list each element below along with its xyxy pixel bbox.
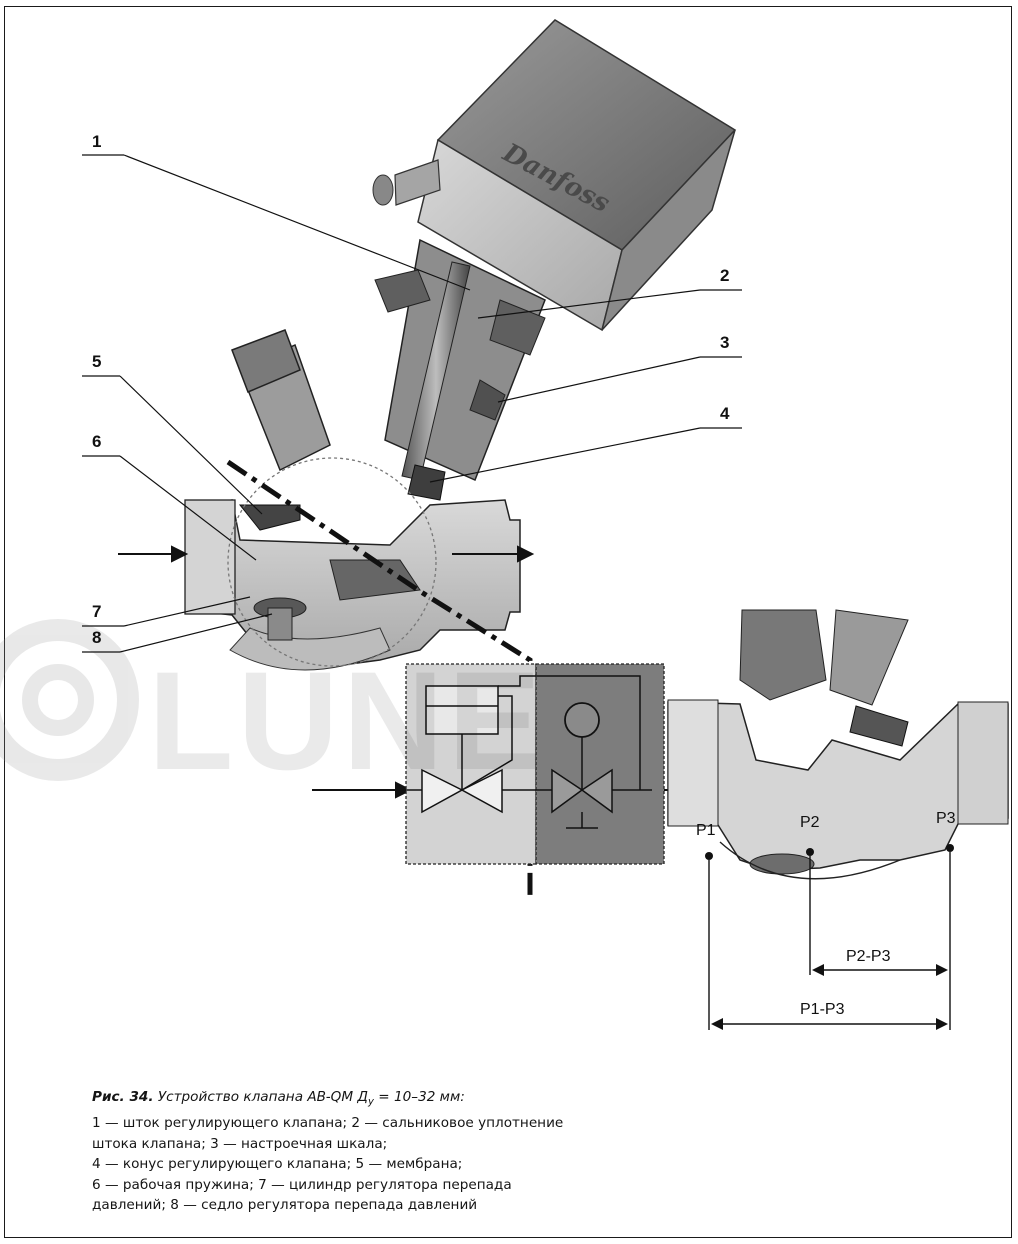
caption-line: штока клапана; 3 — настроечная шкала;	[92, 1135, 388, 1152]
callout-8: 8	[92, 628, 102, 647]
section-line	[226, 459, 533, 895]
callout-5: 5	[92, 352, 102, 371]
caption-line: 4 — конус регулирующего клапана; 5 — мем…	[92, 1156, 463, 1173]
callout-7: 7	[92, 602, 102, 621]
actuator	[372, 19, 737, 332]
label-p2: P2	[800, 814, 820, 831]
schematic	[405, 663, 665, 865]
callout-1: 1	[92, 132, 102, 151]
watermark-text: LUNE	[148, 642, 546, 799]
callout-4: 4	[720, 404, 730, 423]
side-fitting	[231, 329, 331, 472]
callout-2: 2	[720, 266, 730, 285]
caption-line: 1 — шток регулирующего клапана; 2 — саль…	[92, 1115, 564, 1132]
caption-title: Рис. 34. Устройство клапана AB-QM Ду = 1…	[92, 1089, 465, 1108]
callout-3: 3	[720, 333, 730, 352]
label-p3: P3	[936, 810, 956, 827]
watermark	[0, 619, 139, 781]
caption-line: 6 — рабочая пружина; 7 — цилиндр регулят…	[92, 1176, 512, 1193]
pressure-detail	[667, 609, 1009, 1030]
valve-body	[184, 457, 521, 671]
caption-line: давлений; 8 — седло регулятора перепада …	[92, 1197, 478, 1214]
label-p1-p3: P1-P3	[800, 1001, 845, 1018]
callout-leaders	[82, 154, 742, 653]
figure-caption: Рис. 34. Устройство клапана AB-QM Ду = 1…	[92, 1087, 652, 1216]
callout-6: 6	[92, 432, 102, 451]
label-p2-p3: P2-P3	[846, 948, 891, 965]
label-p1: P1	[696, 822, 716, 839]
